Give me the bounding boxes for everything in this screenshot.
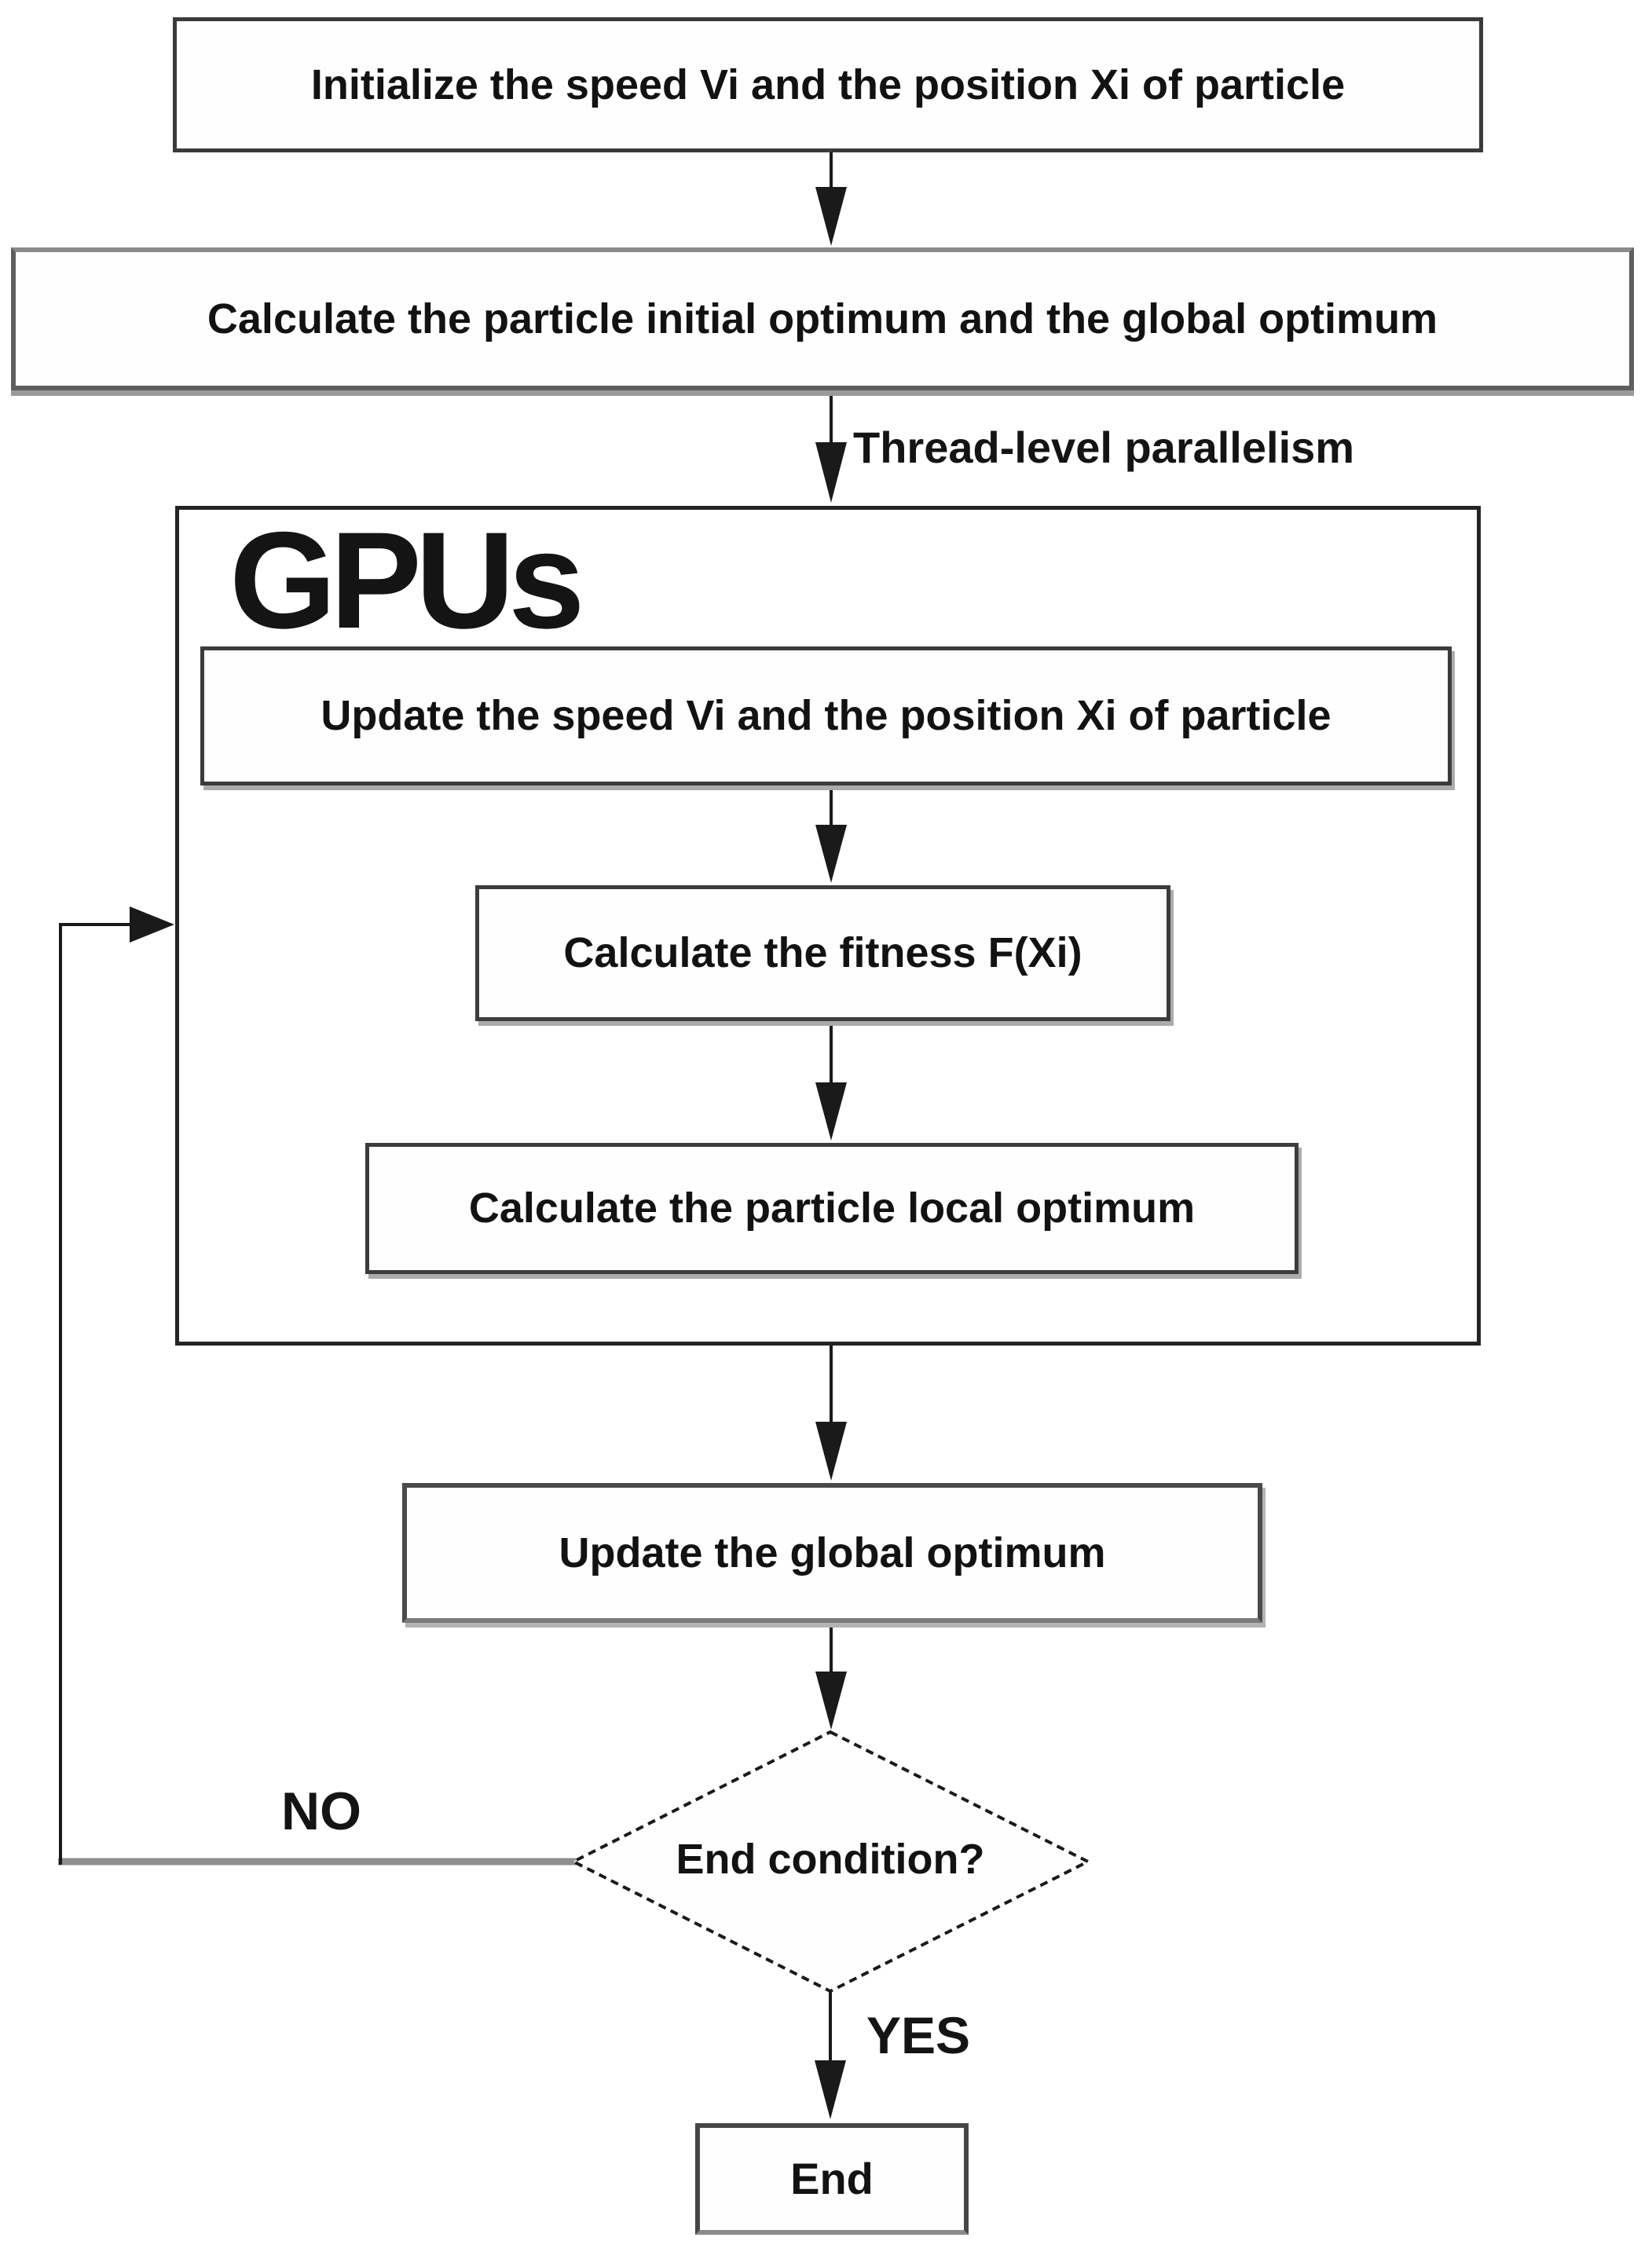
node-update-speed-position: Update the speed Vi and the position Xi … [200,646,1452,785]
edge-gpus-to-updateglobal-arrowhead [815,1422,847,1481]
edge-diamond-to-end-arrowhead [815,2060,846,2119]
edge-updateglobal-to-diamond-arrowhead [815,1672,847,1730]
edge-fitness-to-local-arrowhead [815,1082,847,1141]
node-end: End [695,2123,969,2235]
end-condition-diamond-outline [570,1730,1092,1994]
node-update-global-optimum: Update the global optimum [402,1483,1262,1623]
edge-label-no: NO [281,1781,361,1841]
node-calculate-local-optimum: Calculate the particle local optimum [365,1143,1299,1274]
node-calculate-initial-optimum: Calculate the particle initial optimum a… [11,247,1634,390]
edge-init-to-calcinitial-arrowhead [815,187,847,246]
gpus-container-box [175,506,1481,1346]
edge-label-yes: YES [866,2006,971,2064]
node-initialize-speed-position: Initialize the speed Vi and the position… [173,17,1483,152]
edge-label-thread-level-parallelism: Thread-level parallelism [853,423,1355,472]
node-end-condition-label: End condition? [676,1836,985,1883]
edge-updatespeed-to-fitness-arrowhead [815,825,847,883]
edge-calcinitial-to-gpus-arrowhead [815,442,847,503]
node-calculate-fitness: Calculate the fitness F(Xi) [475,885,1170,1021]
no-loop-arrowhead [130,906,174,943]
gpus-container-label: GPUs [229,504,585,657]
